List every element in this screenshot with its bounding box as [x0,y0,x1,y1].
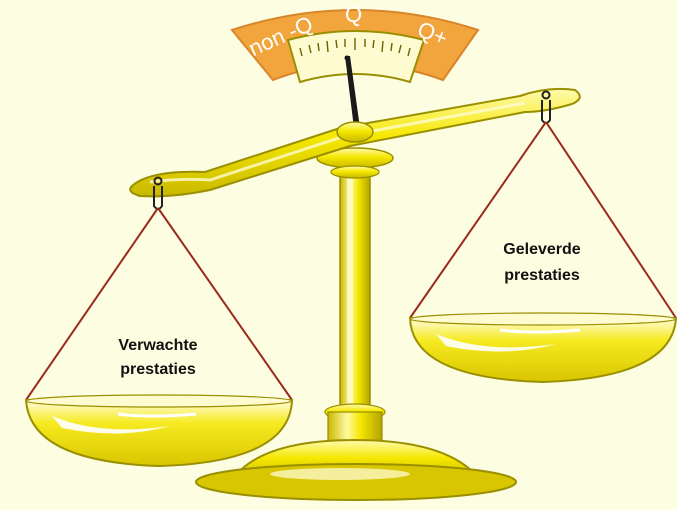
left-pan [24,394,294,468]
right-pan-label-line2: prestaties [504,267,580,284]
dial-ticks [299,38,411,57]
left-pan-label-line1: Verwachte [118,337,197,354]
right-pan [408,312,677,384]
quality-dial: non -Q Q Q+ [230,2,480,128]
dial-needle [345,56,360,128]
scale-post [316,147,394,461]
right-pan-strings [409,121,677,319]
right-pan-label-line1: Geleverde [503,241,580,258]
dial-face [286,30,426,84]
dial-label-q: Q [345,2,362,27]
scale-base [195,438,517,501]
scale-beam [129,87,581,198]
left-pan-label-line2: prestaties [120,361,196,378]
left-pan-strings [25,207,293,401]
